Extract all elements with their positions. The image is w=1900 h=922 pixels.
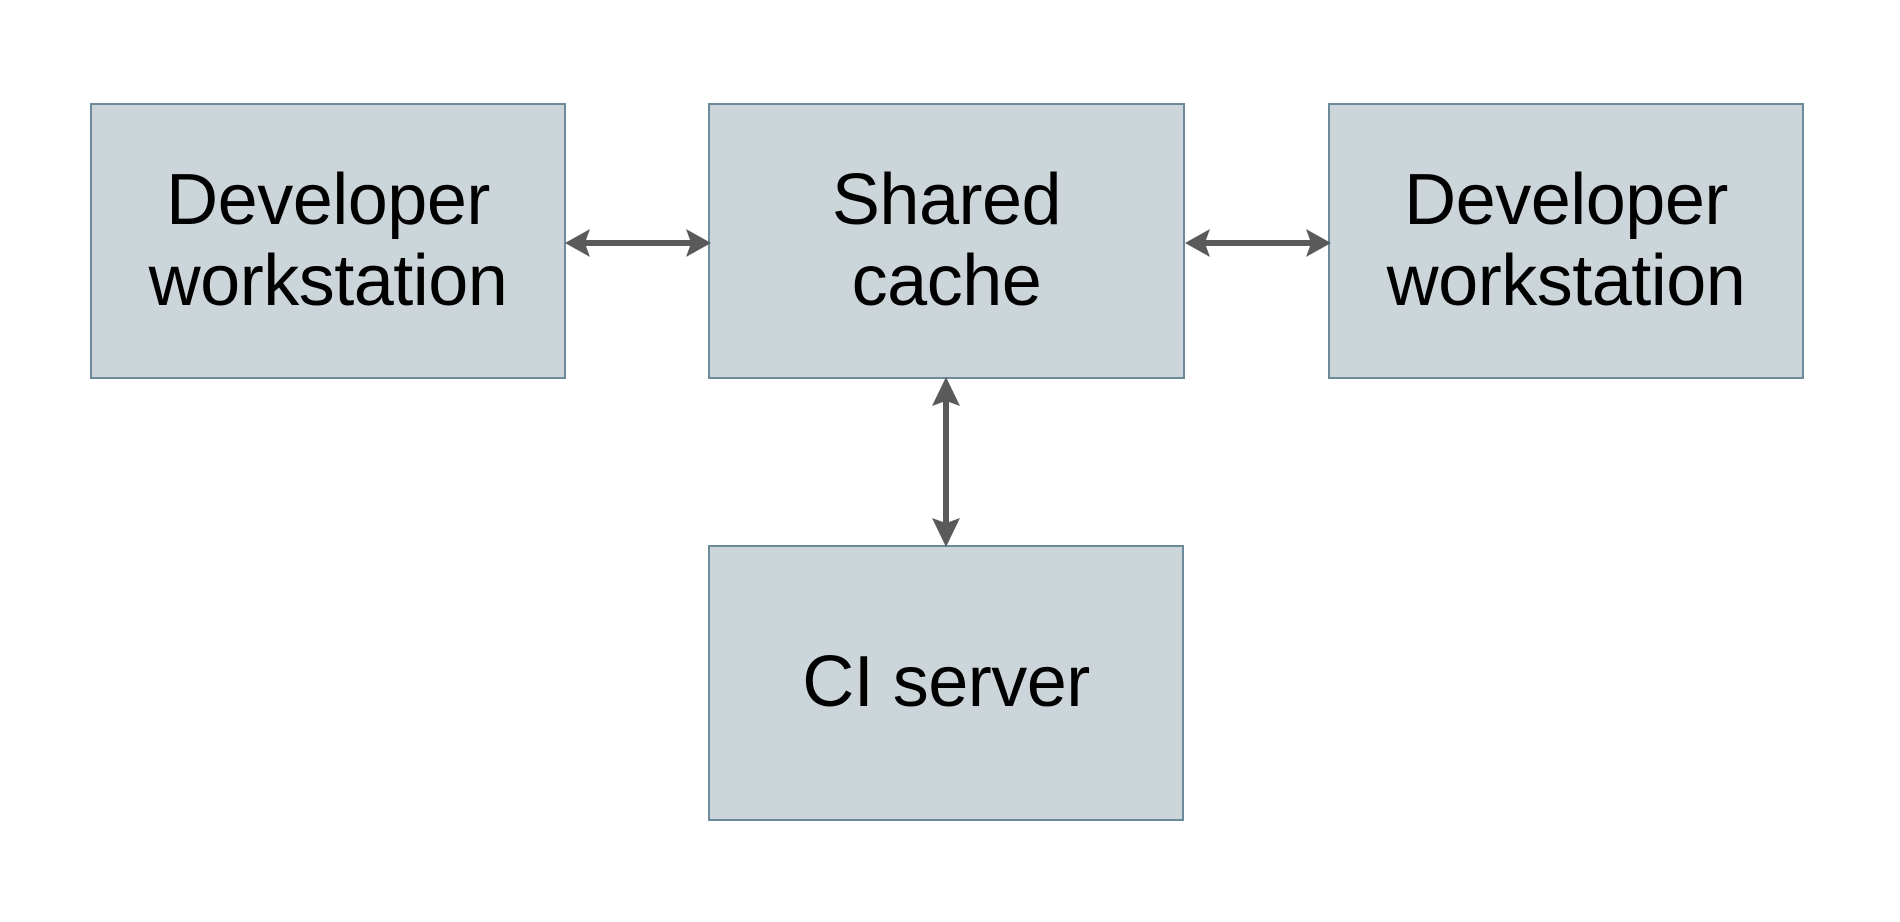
node-label-developer-workstation-right: Developer workstation: [1386, 159, 1746, 321]
edge-shared-cache-to-ci-server[interactable]: [915, 374, 977, 550]
double-arrow-horizontal-icon: [565, 229, 711, 257]
node-developer-workstation-right[interactable]: Developer workstation: [1328, 103, 1804, 379]
node-ci-server[interactable]: CI server: [708, 545, 1184, 821]
node-label-ci-server: CI server: [802, 642, 1090, 723]
node-label-shared-cache: Shared cache: [831, 159, 1062, 321]
edge-shared-cache-to-developer-workstation-right[interactable]: [1182, 212, 1334, 274]
double-arrow-vertical-icon: [932, 377, 960, 547]
double-arrow-horizontal-icon: [1185, 229, 1331, 257]
edge-developer-workstation-left-to-shared-cache[interactable]: [562, 212, 714, 274]
node-label-developer-workstation-left: Developer workstation: [148, 159, 508, 321]
node-developer-workstation-left[interactable]: Developer workstation: [90, 103, 566, 379]
node-shared-cache[interactable]: Shared cache: [708, 103, 1185, 379]
